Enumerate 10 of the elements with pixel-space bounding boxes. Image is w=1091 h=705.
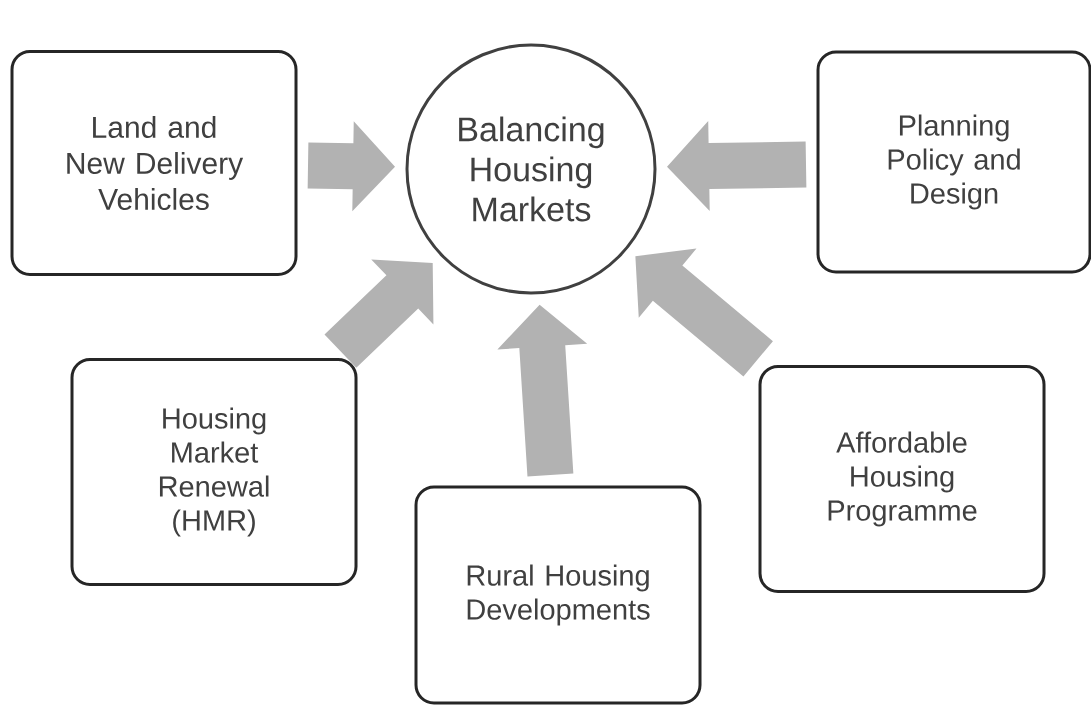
program-box: Housing Market Renewal (HMR)	[70, 358, 358, 586]
program-box: Planning Policy and Design	[816, 50, 1091, 274]
program-box: Land and New Delivery Vehicles	[10, 50, 298, 276]
block-arrow	[667, 121, 807, 212]
program-box: Rural Housing Developments	[414, 485, 702, 705]
program-box: Affordable Housing Programme	[758, 365, 1046, 593]
block-arrow	[307, 121, 395, 212]
block-arrow	[635, 248, 773, 377]
block-arrow	[497, 304, 588, 477]
block-arrow	[324, 259, 434, 368]
